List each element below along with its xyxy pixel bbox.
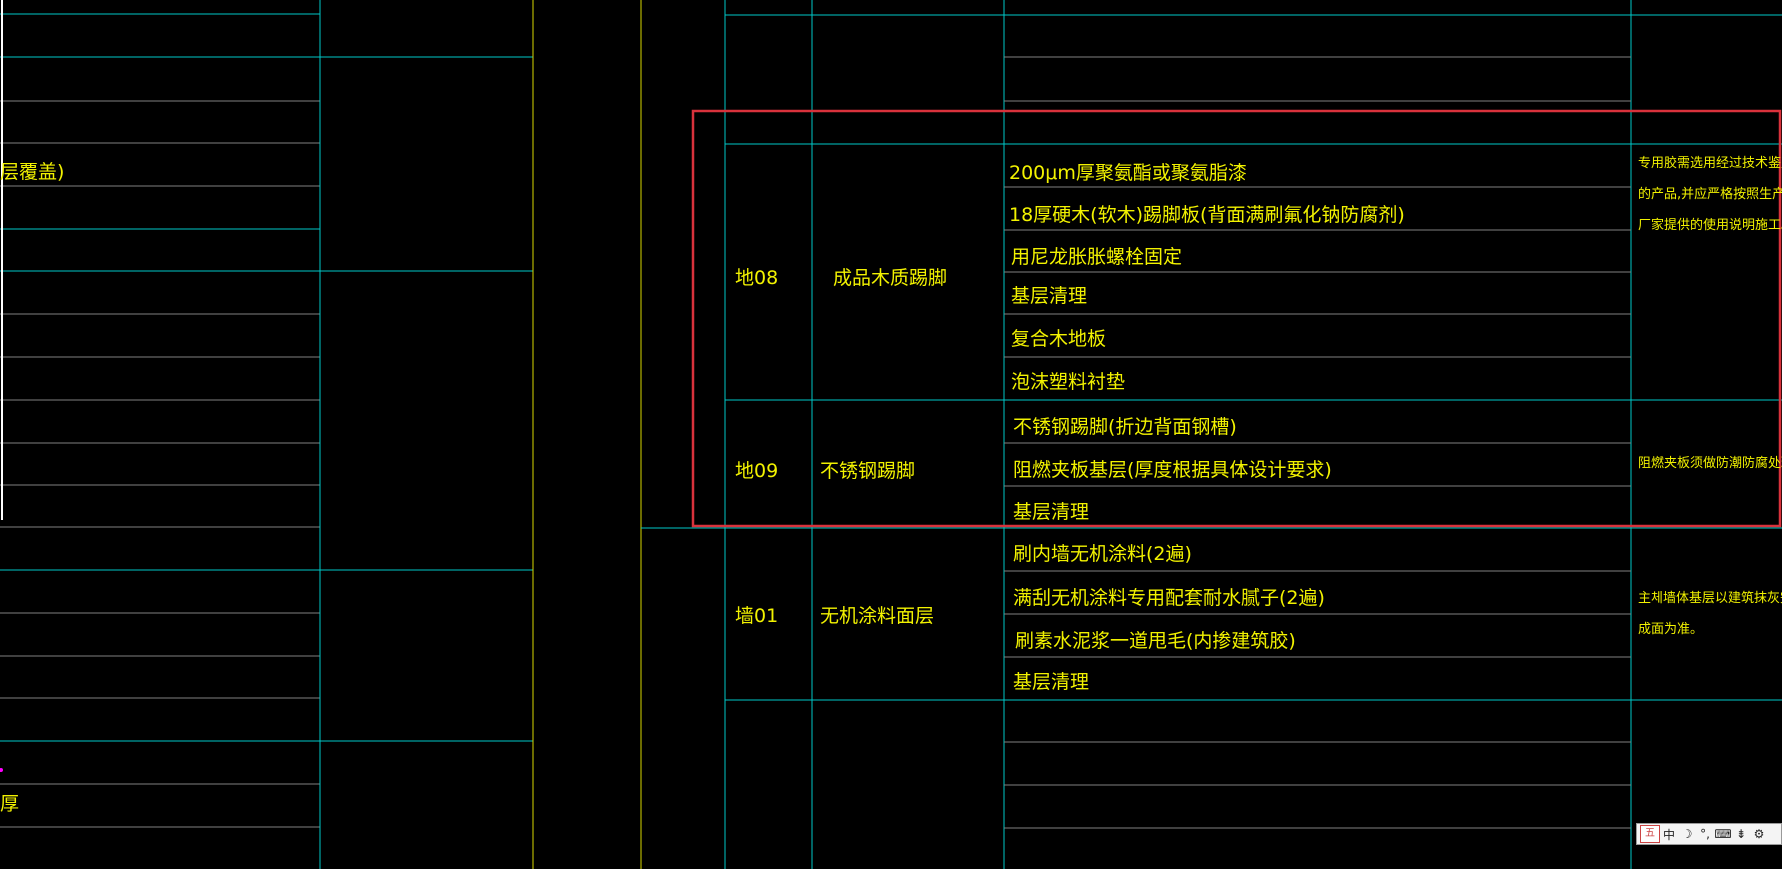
layer-item: 不锈钢踢脚(折边背面钢槽): [1013, 416, 1237, 438]
ime-punctuation-icon[interactable]: °,: [1700, 827, 1710, 841]
ime-keyboard-icon[interactable]: ⌨: [1714, 827, 1732, 841]
layer-item: 200μm厚聚氨酯或聚氨脂漆: [1009, 162, 1247, 184]
row-name: 成品木质踢脚: [833, 267, 948, 289]
layer-item: 泡沫塑料衬垫: [1011, 371, 1126, 393]
row-code: 地08: [735, 267, 779, 289]
row-code: 墙01: [735, 605, 779, 627]
note-line: 厂家提供的使用说明施工。: [1638, 218, 1782, 233]
left-table: [0, 0, 534, 869]
layer-item: 基层清理: [1013, 501, 1090, 523]
left-table-fragment-1: 层覆盖): [0, 161, 65, 183]
row-name: 不锈钢踢脚: [820, 460, 916, 482]
note-line: 主체墙体基层以建筑抹灰完: [1638, 591, 1782, 606]
ime-toolbar[interactable]: 五 中 ☽ °, ⌨ ⇟ ⚙: [1636, 823, 1782, 845]
right-table-grid: [640, 0, 1782, 869]
layer-item: 阻燃夹板基层(厚度根据具体设计要求): [1013, 459, 1332, 481]
note-line: 专用胶需选用经过技术鉴定: [1638, 156, 1782, 171]
layer-item: 基层清理: [1013, 671, 1090, 693]
layer-item: 刷内墙无机涂料(2遍): [1013, 543, 1192, 565]
left-table-fragment-2: 厚: [0, 793, 20, 815]
ime-chinese-mode-button[interactable]: 中: [1662, 827, 1675, 842]
ime-soft-keyboard-icon[interactable]: ⇟: [1735, 827, 1747, 841]
row-note: 阻燃夹板须做防潮防腐处理。: [1638, 456, 1782, 471]
note-line: 的产品,并应严格按照生产: [1638, 187, 1782, 202]
layer-item: 18厚硬木(软木)踢脚板(背面满刷氟化钠防腐剂): [1009, 204, 1405, 226]
layer-item: 用尼龙胀胀螺栓固定: [1011, 246, 1183, 268]
ime-half-width-moon-icon[interactable]: ☽: [1681, 827, 1693, 841]
row-note: 专用胶需选用经过技术鉴定 的产品,并应严格按照生产 厂家提供的使用说明施工。: [1638, 148, 1782, 241]
ime-logo-icon[interactable]: 五: [1640, 825, 1660, 843]
layer-item: 基层清理: [1011, 285, 1088, 307]
layer-item: 复合木地板: [1011, 328, 1107, 350]
note-line: 成面为准。: [1638, 622, 1704, 637]
layer-item: 刷素水泥浆一道甩毛(内掺建筑胶): [1015, 630, 1296, 652]
ime-settings-icon[interactable]: ⚙: [1753, 827, 1765, 841]
row-code: 地09: [735, 460, 779, 482]
layer-item: 满刮无机涂料专用配套耐水腻子(2遍): [1013, 587, 1325, 609]
row-name: 无机涂料面层: [820, 605, 935, 627]
row-note: 主체墙体基层以建筑抹灰完 成面为准。: [1638, 583, 1782, 645]
selection-highlight-box: [691, 109, 1782, 528]
